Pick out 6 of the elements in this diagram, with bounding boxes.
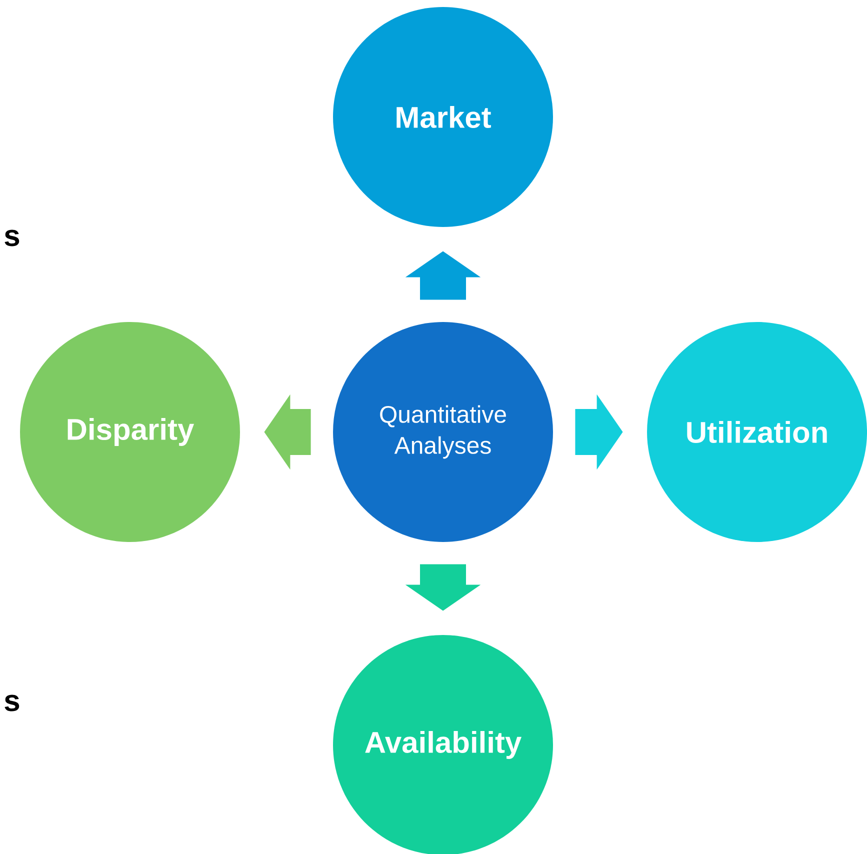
letter: s: [4, 230, 20, 246]
circle-node: Quantitative Analyses: [333, 322, 553, 542]
letter: s: [4, 694, 20, 712]
circle-node: Market: [333, 7, 553, 227]
circle-node: Disparity: [20, 322, 240, 542]
circle-node: Utilization: [647, 322, 867, 542]
